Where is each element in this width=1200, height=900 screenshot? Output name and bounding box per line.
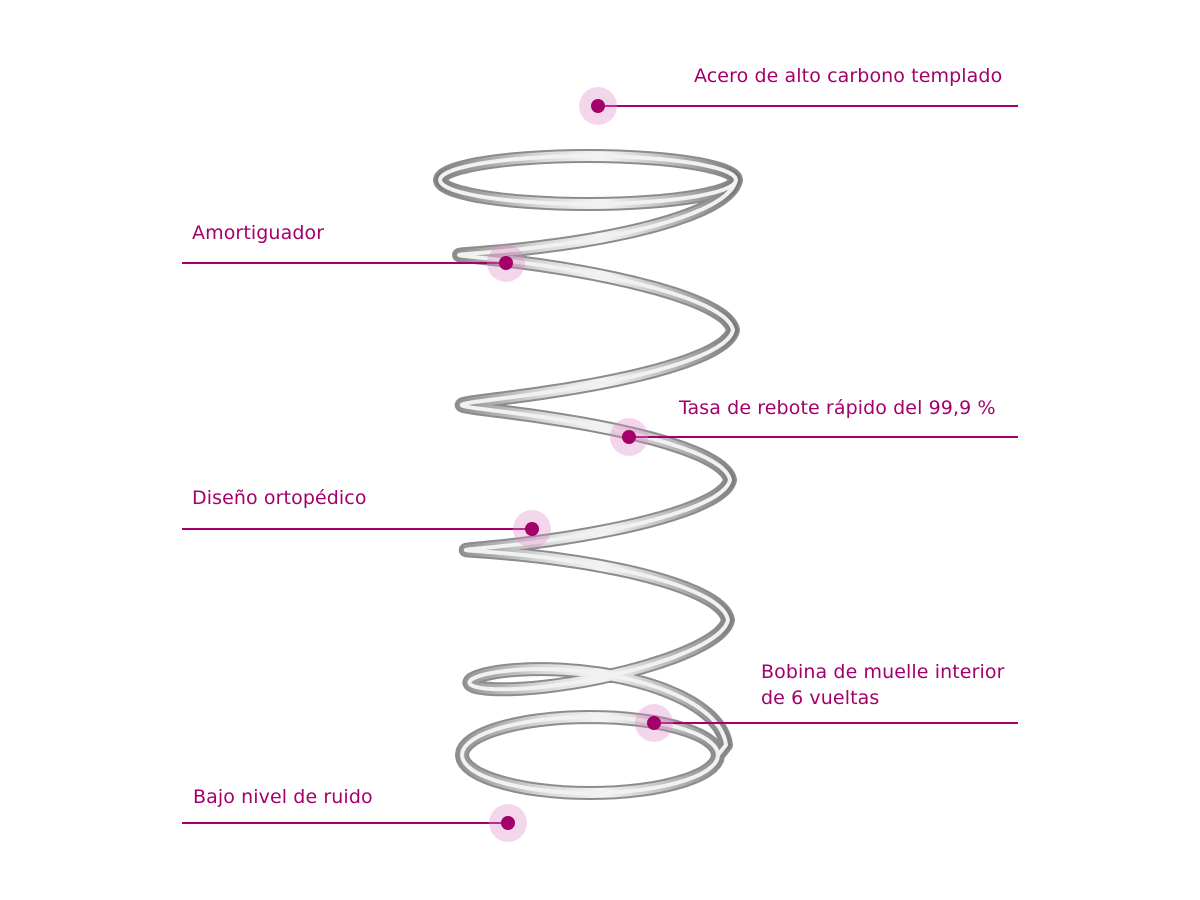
callout-marker-coil xyxy=(635,704,673,742)
leader-line-noise xyxy=(182,822,508,824)
callout-label-ortho: Diseño ortopédico xyxy=(192,487,367,509)
leader-line-steel xyxy=(598,105,1018,107)
callout-label-coil-line2: de 6 vueltas xyxy=(761,687,880,709)
callout-marker-rebound xyxy=(610,418,648,456)
callout-label-coil: Bobina de muelle interior de 6 vueltas xyxy=(761,659,1005,711)
callout-label-coil-line1: Bobina de muelle interior xyxy=(761,661,1005,683)
leader-line-rebound xyxy=(629,436,1018,438)
callout-label-steel: Acero de alto carbono templado xyxy=(694,65,1003,87)
callout-marker-noise xyxy=(489,804,527,842)
coil-wire-stroke xyxy=(438,154,738,795)
coil-wire xyxy=(433,149,743,800)
callout-marker-ortho xyxy=(513,510,551,548)
leader-line-coil xyxy=(654,722,1018,724)
callout-label-damper: Amortiguador xyxy=(192,222,325,244)
callout-label-rebound: Tasa de rebote rápido del 99,9 % xyxy=(679,397,996,419)
leader-line-damper xyxy=(182,262,506,264)
callout-marker-steel xyxy=(579,87,617,125)
leader-line-ortho xyxy=(182,528,532,530)
callout-marker-damper xyxy=(487,244,525,282)
callout-label-noise: Bajo nivel de ruido xyxy=(193,786,373,808)
